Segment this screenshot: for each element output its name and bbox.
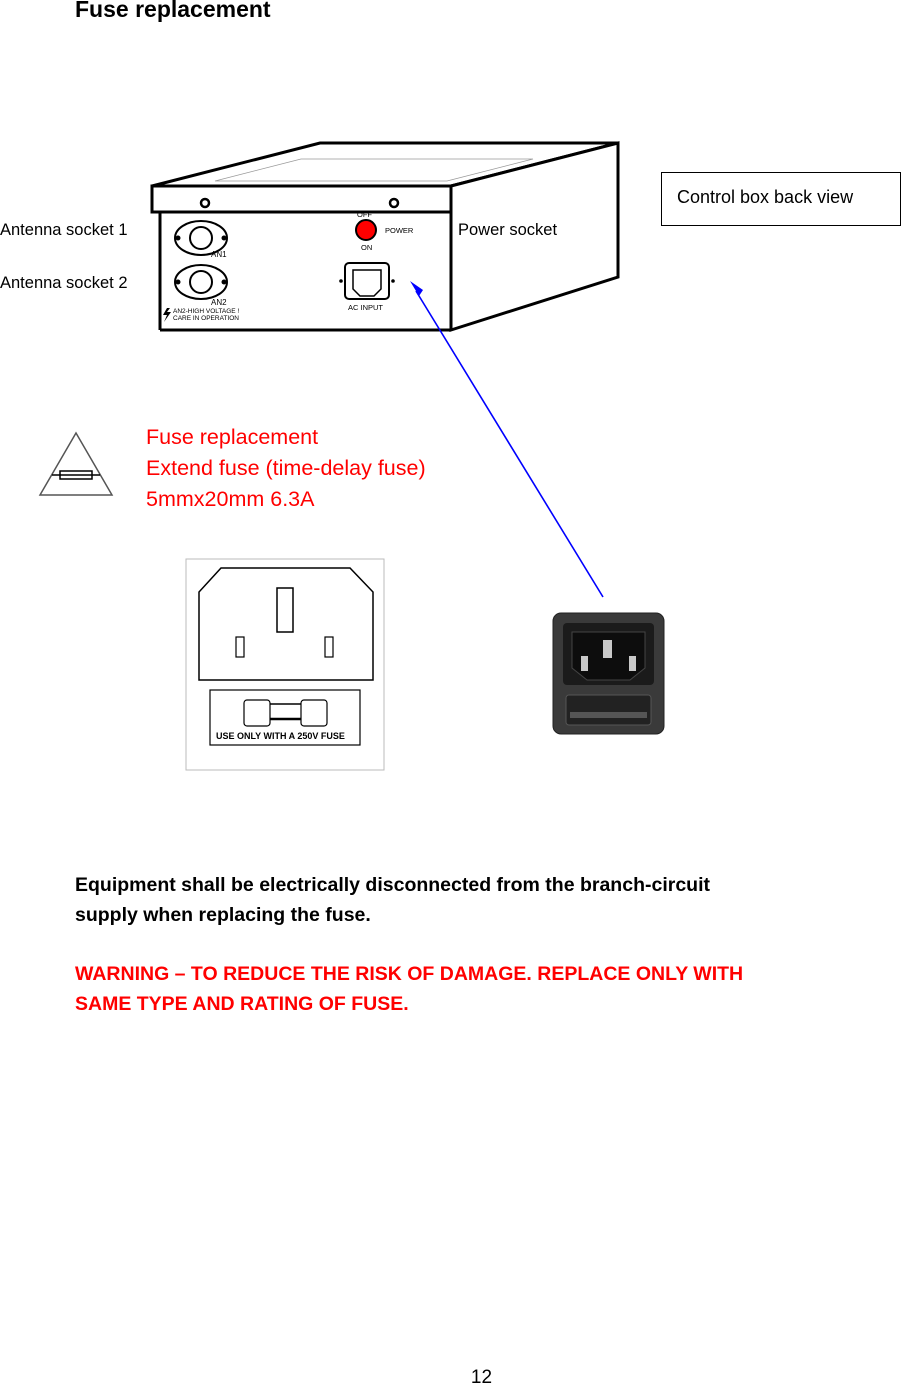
disconnect-note-line1: Equipment shall be electrically disconne… (75, 874, 710, 896)
power-socket-label: Power socket (458, 221, 558, 239)
antenna-socket-1-icon (174, 220, 228, 256)
inlet-photo (552, 612, 665, 735)
antenna-socket-2-label: Antenna socket 2 (0, 274, 128, 292)
antenna-socket-1-label: Antenna socket 1 (0, 221, 128, 239)
disconnect-note-line2: supply when replacing the fuse. (75, 904, 371, 926)
high-voltage-icon (163, 308, 171, 322)
panel-warning-line1: AN2-HIGH VOLTAGE ! (173, 308, 239, 315)
antenna-socket-2-icon (174, 264, 228, 300)
warning-note-line1: WARNING – TO REDUCE THE RISK OF DAMAGE. … (75, 963, 744, 985)
disconnect-note: Equipment shall be electrically disconne… (75, 870, 710, 930)
ac-input-socket-icon (339, 262, 395, 300)
on-text: ON (361, 243, 372, 252)
fuse-spec: Fuse replacement Extend fuse (time-delay… (146, 422, 426, 515)
fuse-warning-icon (38, 431, 114, 496)
control-box-diagram: AN1 AN2 AN2-HIGH VOLTAGE ! CARE IN OPERA… (38, 141, 665, 771)
off-text: OFF (357, 210, 372, 219)
pointer-arrow (415, 290, 604, 598)
fuse-spec-rating: 5mmx20mm 6.3A (146, 487, 315, 511)
fuse-spec-type: Extend fuse (time-delay fuse) (146, 456, 426, 480)
an1-text: AN1 (211, 250, 227, 259)
warning-note-line2: SAME TYPE AND RATING OF FUSE. (75, 993, 409, 1015)
fuse-spec-title: Fuse replacement (146, 425, 319, 449)
power-text: POWER (385, 226, 414, 235)
callout-text: Control box back view (677, 186, 854, 207)
warning-note: WARNING – TO REDUCE THE RISK OF DAMAGE. … (75, 959, 743, 1019)
inlet-line-drawing: USE ONLY WITH A 250V FUSE (185, 558, 385, 771)
inlet-label: USE ONLY WITH A 250V FUSE (216, 731, 345, 741)
an2-text: AN2 (211, 298, 227, 307)
page-title: Fuse replacement (75, 0, 271, 22)
panel-warning-line2: CARE IN OPERATION (173, 315, 239, 322)
control-box-back-view-callout: Control box back view (661, 172, 901, 226)
ac-input-text: AC INPUT (348, 303, 383, 312)
power-switch-icon (355, 219, 377, 241)
page-number: 12 (470, 1367, 493, 1388)
